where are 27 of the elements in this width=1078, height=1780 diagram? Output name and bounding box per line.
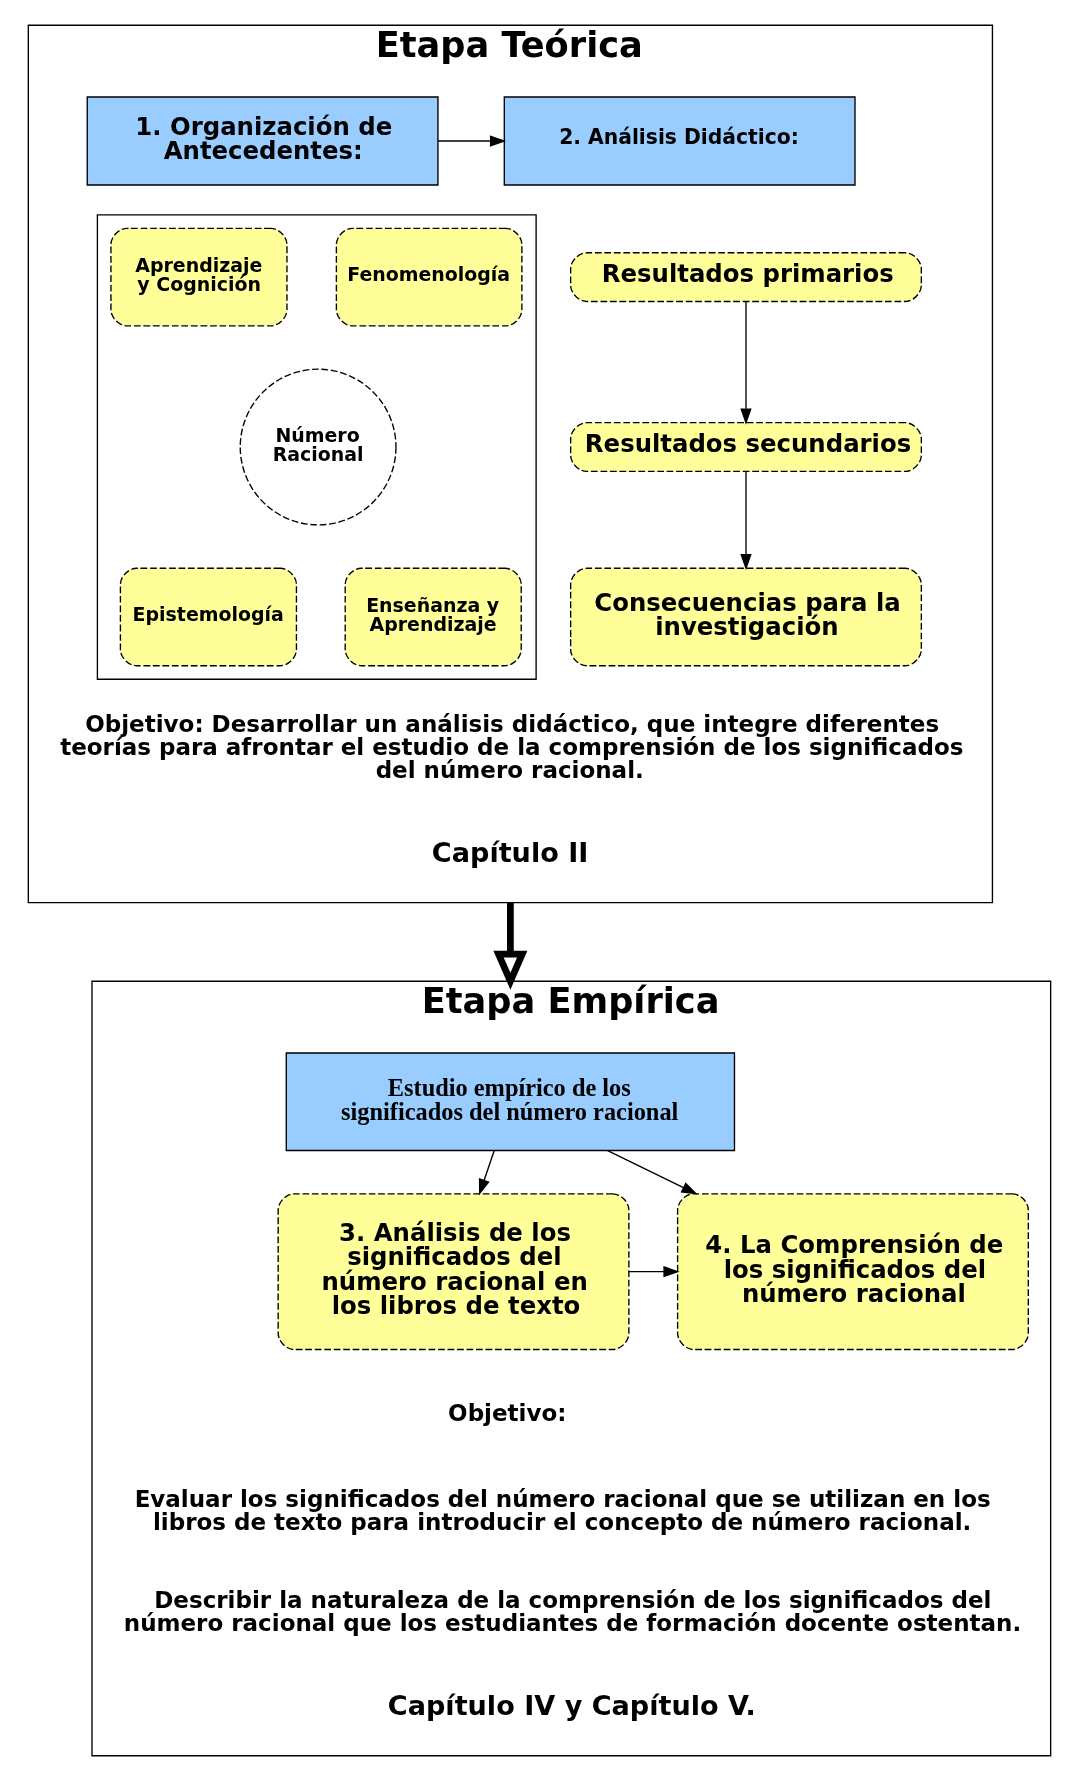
node-box: Resultados secundarios (569, 421, 922, 472)
label: Evaluar los significados del número racional que se utilizan en los libros de texto para introducir el concepto de número racional. (134, 1485, 991, 1535)
arrow (492, 902, 527, 990)
node-box: 1. Organización de Antecedentes: (86, 95, 439, 186)
node-box: 3. Análisis de los significados del número racional en los libros de texto (277, 1192, 630, 1350)
label: Objetivo: (447, 1399, 566, 1426)
node-box: 2. Análisis Didáctico: (503, 95, 856, 186)
node-box: Fenomenología (335, 227, 523, 327)
arrow (436, 134, 506, 147)
label: Capítulo II (431, 836, 588, 868)
arrow (627, 1265, 680, 1277)
arrow (739, 300, 752, 425)
node-box: Aprendizaje y Cognición (109, 227, 288, 327)
node-box: Estudio empírico de los significados del número racional (285, 1051, 735, 1151)
arrow (606, 1149, 698, 1194)
node-box: Epistemología (119, 567, 297, 666)
node-box: 4. La Comprensión de los significados del número racional (676, 1192, 1029, 1350)
node-box: Enseñanza y Aprendizaje (344, 567, 522, 666)
cluster (96, 213, 537, 680)
arrow (478, 1149, 495, 1195)
node-circle: Número Racional (239, 368, 397, 526)
arrow (739, 470, 752, 570)
label: Describir la naturaleza de la comprensión de los significados del número racional que los estudiantes de formación docente ostentan. (123, 1586, 1021, 1636)
label: Capítulo IV y Capítulo V. (387, 1689, 756, 1721)
node-box: Resultados primarios (569, 251, 922, 302)
node-box: Consecuencias para la investigación (569, 567, 922, 666)
label: Objetivo: Desarrollar un análisis didáctico, que integre diferentes teorías para afrontar el estudio de la comprensión de los significados del número racional. (59, 710, 963, 783)
